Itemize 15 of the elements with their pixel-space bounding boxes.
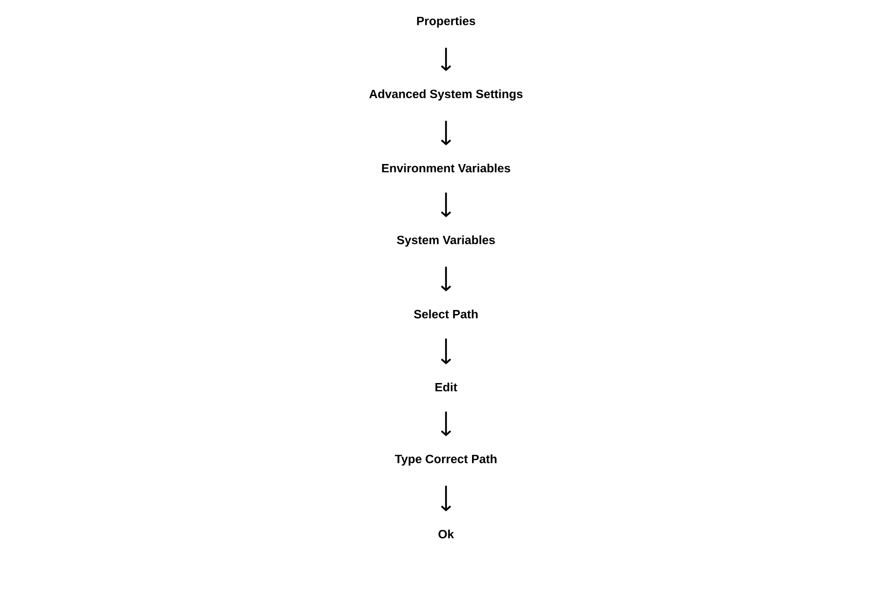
step-text: Edit [435,382,458,392]
arrow [440,412,452,436]
arrow [440,192,452,218]
step-text: Environment Variables [382,164,510,172]
arrow [440,486,452,512]
step-text: Ok [438,530,454,538]
step-text: Select Path [414,310,478,318]
step-text: Advanced System Settings [369,89,523,101]
arrow [440,120,452,146]
step-text: Type Correct Path [394,454,496,466]
arrow [440,48,452,72]
step-text: System Variables [396,235,495,247]
arrow [440,266,452,292]
arrow [440,338,452,364]
step-text: Properties [417,16,476,28]
